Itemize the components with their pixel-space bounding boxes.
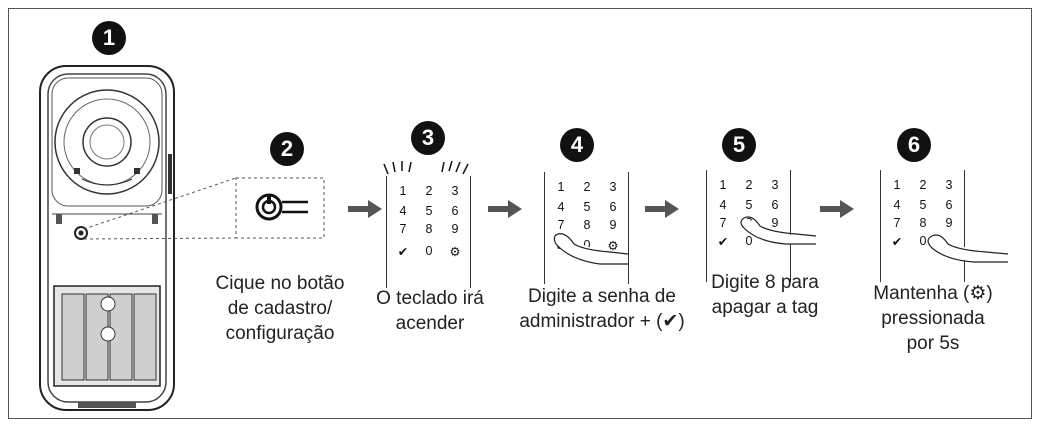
step-4-caption: Digite a senha de administrador + (✔) <box>519 286 685 332</box>
step-2-badge: 2 <box>270 132 304 166</box>
finger-pointer-icon <box>927 234 1009 263</box>
step-6-badge: 6 <box>897 128 931 162</box>
step-3-badge: 3 <box>411 121 445 155</box>
step-4-badge: 4 <box>560 128 594 162</box>
setup-button-icon <box>255 193 308 221</box>
diagram-frame <box>8 8 1032 419</box>
light-rays-icon <box>383 160 469 175</box>
arrow-right-icon <box>645 200 679 218</box>
arrow-right-icon <box>488 200 522 218</box>
step-5-caption: Digite 8 para apagar a tag <box>711 272 819 318</box>
step-6-caption: Mantenha (⚙) pressionada por 5s <box>873 283 993 354</box>
door-lock-device-illustration <box>39 65 175 411</box>
step-1-badge: 1 <box>92 21 126 55</box>
finger-pointer-icon <box>553 233 629 265</box>
arrow-right-icon <box>348 200 382 218</box>
arrow-right-icon <box>820 200 854 218</box>
finger-pointer-icon <box>740 216 817 245</box>
step-3-caption: O teclado irá acender <box>376 288 484 334</box>
step-2-caption: Cique no botão de cadastro/ configuração <box>215 273 345 344</box>
step-5-badge: 5 <box>722 128 756 162</box>
